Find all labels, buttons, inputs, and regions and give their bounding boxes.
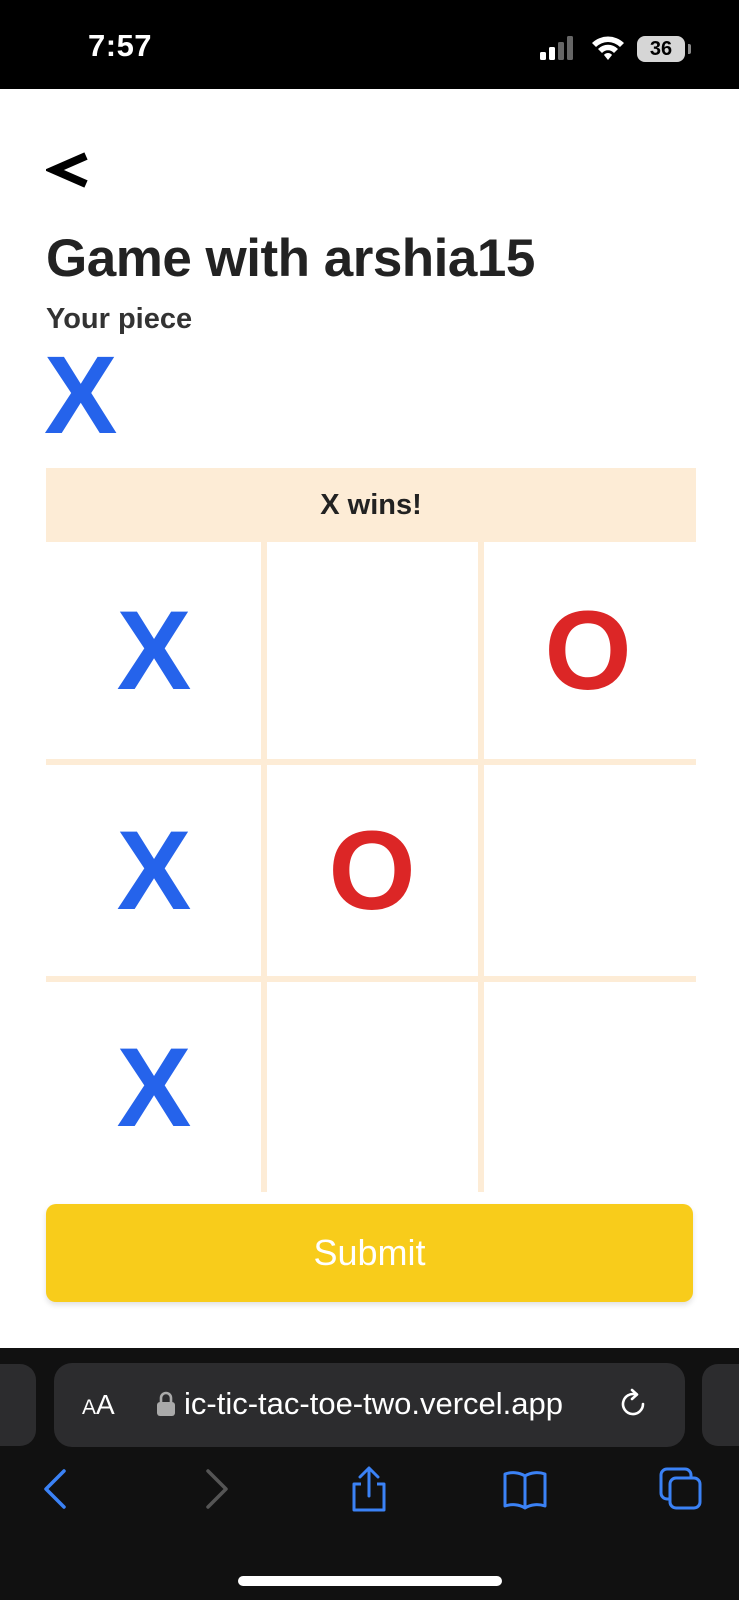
status-bar: 7:57 36 — [0, 0, 739, 89]
previous-tab-preview[interactable] — [0, 1364, 36, 1446]
forward-icon[interactable] — [192, 1466, 238, 1512]
tabs-icon[interactable] — [658, 1466, 704, 1512]
page-title: Game with arshia15 — [46, 229, 535, 288]
share-icon[interactable] — [346, 1466, 392, 1512]
signal-icon — [540, 36, 576, 60]
grid-line-horizontal — [46, 759, 696, 765]
back-icon[interactable] — [34, 1466, 80, 1512]
board-cell-r1-c1[interactable]: X — [116, 587, 192, 713]
submit-button[interactable]: Submit — [46, 1204, 693, 1302]
address-bar[interactable]: AA ic-tic-tac-toe-two.vercel.app — [54, 1363, 685, 1447]
board-cell-r2-c2[interactable]: O — [328, 807, 416, 933]
grid-line-vertical — [261, 542, 267, 1192]
wifi-icon — [592, 36, 624, 60]
reload-icon[interactable] — [616, 1387, 650, 1421]
battery-icon: 36 — [637, 36, 685, 62]
back-button[interactable] — [44, 150, 96, 194]
board-cell-r3-c2[interactable] — [267, 982, 477, 1192]
grid-line-vertical — [478, 542, 484, 1192]
board-cell-r2-c1[interactable]: X — [116, 807, 192, 933]
game-board: X O X O X — [46, 542, 696, 1192]
browser-toolbar: AA ic-tic-tac-toe-two.vercel.app — [0, 1348, 739, 1600]
piece-label: Your piece — [46, 303, 193, 335]
home-indicator — [238, 1576, 502, 1586]
url-text[interactable]: ic-tic-tac-toe-two.vercel.app — [184, 1386, 564, 1421]
grid-line-horizontal — [46, 976, 696, 982]
board-cell-r3-c1[interactable]: X — [116, 1024, 192, 1150]
status-time: 7:57 — [88, 28, 153, 63]
piece-value: X — [44, 334, 118, 457]
chevron-left-icon — [44, 152, 88, 188]
board-cell-r3-c3[interactable] — [483, 982, 693, 1192]
text-size-button[interactable]: AA — [82, 1389, 115, 1420]
board-cell-r1-c2[interactable] — [267, 545, 477, 755]
result-banner: X wins! — [46, 468, 696, 542]
lock-icon — [157, 1391, 175, 1416]
board-cell-r2-c3[interactable] — [483, 765, 693, 975]
board-cell-r1-c3[interactable]: O — [544, 587, 632, 713]
next-tab-preview[interactable] — [702, 1364, 739, 1446]
battery-tip — [688, 44, 691, 54]
bookmarks-icon[interactable] — [502, 1466, 548, 1512]
